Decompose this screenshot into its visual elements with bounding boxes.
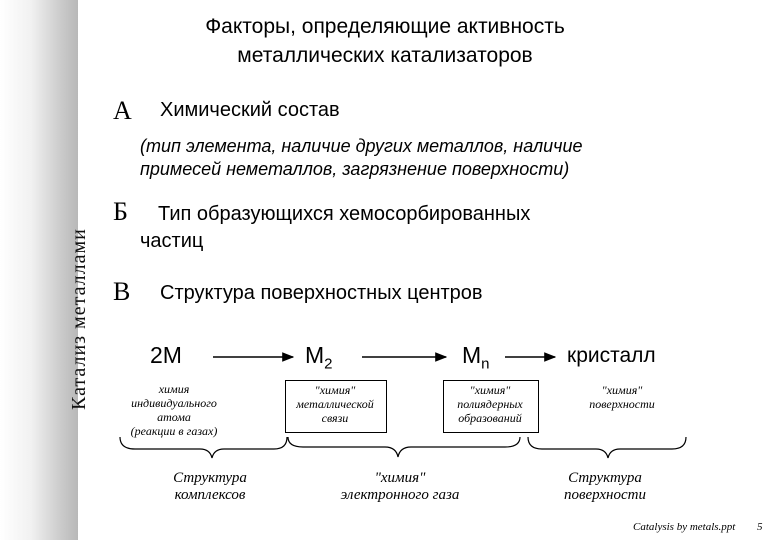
sidebar-strip bbox=[0, 0, 78, 540]
node-mn-sub: n bbox=[481, 355, 490, 373]
brace-complexes bbox=[119, 436, 288, 459]
section-c-heading: Структура поверхностных центров bbox=[160, 282, 483, 304]
section-c-letter: В bbox=[113, 277, 131, 306]
footer-source: Catalysis by metals.ppt bbox=[633, 521, 736, 533]
section-b-letter: Б bbox=[113, 197, 128, 226]
group-surface-structure: Структура поверхности bbox=[564, 470, 646, 503]
note-surface: "химия" поверхности bbox=[589, 383, 655, 411]
section-a-letter: А bbox=[113, 96, 132, 125]
brace-surface bbox=[527, 436, 687, 459]
node-mn-base: M bbox=[462, 342, 482, 368]
section-b-heading: Тип образующихся хемосорбированных части… bbox=[140, 203, 531, 252]
group-electron-gas: "химия" электронного газа bbox=[340, 470, 460, 503]
section-a-heading: Химический состав bbox=[160, 99, 340, 121]
node-2m: 2M bbox=[150, 342, 182, 368]
node-mn: Mn bbox=[462, 342, 490, 373]
note-metal-bond: "химия" металлической связи bbox=[296, 383, 374, 425]
section-a-details: (тип элемента, наличие других металлов, … bbox=[140, 136, 583, 179]
footer-page: 5 bbox=[757, 521, 763, 533]
node-m2-base: M bbox=[305, 342, 325, 368]
node-m2-sub: 2 bbox=[324, 355, 333, 373]
note-polynuclear: "химия" полиядерных образований bbox=[457, 383, 523, 425]
brace-electron-gas bbox=[287, 436, 521, 458]
note-box-metal-bond bbox=[285, 380, 387, 433]
slide-title: Факторы, определяющие активность металли… bbox=[100, 12, 670, 70]
node-crystal: кристалл bbox=[567, 344, 656, 367]
node-m2: M2 bbox=[305, 342, 333, 373]
group-complexes: Структура комплексов bbox=[173, 470, 247, 503]
note-atom-chemistry: химия индивидуального атома (реакции в г… bbox=[130, 382, 218, 438]
slide-title-text: Факторы, определяющие активность металли… bbox=[205, 15, 565, 67]
note-box-polynuclear bbox=[443, 380, 539, 433]
